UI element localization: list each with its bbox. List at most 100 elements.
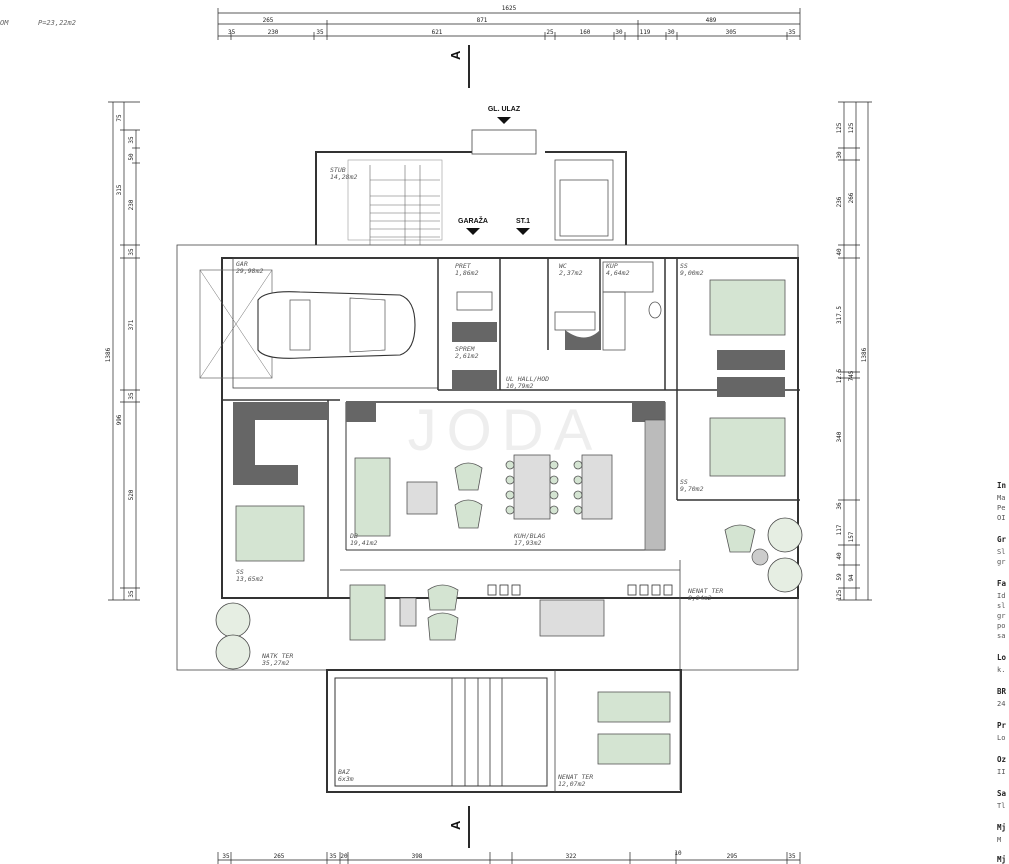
dim-right-1-0: 125: [836, 122, 843, 133]
right-dimension-lines: [838, 101, 872, 601]
dim-right-2-4: 340: [836, 431, 843, 442]
dim-top-3-7: 119: [640, 29, 651, 36]
room-area: 2,37m2: [559, 269, 583, 277]
dim-right-3-2: 40: [836, 552, 843, 560]
entrance-arrow-garage: [466, 228, 480, 235]
top-dimension-lines: [217, 8, 801, 40]
stair-entry-label: ST.1: [516, 218, 530, 225]
svg-text:Oz: Oz: [997, 755, 1006, 764]
svg-text:Pe: Pe: [997, 504, 1005, 512]
staircase: [347, 159, 443, 245]
room-name: KUP: [605, 262, 618, 270]
room-labels: STUB 14,28m2 GAR 29,98m2 PRET 1,86m2 WC …: [236, 166, 723, 788]
dim-right-2-6: 94: [848, 574, 855, 582]
left-dimension-lines: [108, 101, 140, 601]
dim-right-3-1: 117: [836, 524, 843, 535]
svg-text:Lo: Lo: [997, 653, 1007, 662]
dim-left-2-3: 230: [128, 199, 135, 210]
dim-top-3-10: 35: [788, 29, 796, 36]
dim-bottom-8: 35: [788, 853, 796, 860]
dim-bottom-2: 35: [329, 853, 337, 860]
svg-text:Sl: Sl: [997, 548, 1005, 556]
dim-right-2-0: 125: [848, 122, 855, 133]
svg-text:k.: k.: [997, 666, 1005, 674]
structural-blocks: [233, 322, 785, 551]
dim-left-1-1: 371: [128, 319, 135, 330]
dim-top-3-0: 35: [228, 29, 236, 36]
plants: [215, 517, 803, 670]
outer-walls: [176, 129, 800, 793]
dim-bottom-4: 398: [412, 853, 423, 860]
room-area: 1,86m2: [455, 269, 479, 277]
room-name: PRET: [455, 262, 472, 270]
svg-text:Pr: Pr: [997, 721, 1007, 730]
room-name: SS: [680, 262, 688, 270]
dim-left-1-0: 315: [116, 184, 123, 195]
svg-text:BR: BR: [997, 687, 1007, 696]
dim-right-2-5: 157: [848, 531, 855, 542]
dim-bottom-0: 35: [222, 853, 230, 860]
svg-text:Id: Id: [997, 592, 1005, 600]
room-area: 4,64m2: [606, 269, 630, 277]
dim-top-total: 1625: [502, 5, 517, 12]
svg-text:gr: gr: [997, 612, 1005, 620]
room-area: 17,93m2: [514, 539, 541, 547]
dim-right-2-1: 236: [836, 196, 843, 207]
room-name: SPREM: [455, 345, 476, 353]
entrance-arrow-main: [497, 117, 511, 124]
svg-text:A: A: [448, 820, 463, 830]
room-name: WC: [559, 262, 567, 270]
dim-right-3-0: 36: [836, 502, 843, 510]
svg-text:OI: OI: [997, 514, 1005, 522]
dim-top-3-9: 305: [726, 29, 737, 36]
bathroom-fixtures: [456, 159, 662, 351]
svg-text:24: 24: [997, 700, 1005, 708]
dim-top-2-1: 871: [477, 17, 488, 24]
dim-top-3-3: 621: [432, 29, 443, 36]
dim-left-1-2: 996: [116, 414, 123, 425]
room-area: 13,65m2: [236, 575, 263, 583]
dim-right-1-2: 266: [848, 192, 855, 203]
room-name: UL HALL/HOD: [506, 375, 549, 383]
room-area: 10,79m2: [506, 382, 533, 390]
svg-text:II: II: [997, 768, 1005, 776]
room-area: 9,00m2: [680, 269, 704, 277]
dim-bottom-7: 295: [727, 853, 738, 860]
dim-top-3-2: 35: [316, 29, 324, 36]
dim-left-2-2: 50: [128, 153, 135, 161]
svg-text:Ma: Ma: [997, 494, 1005, 502]
room-name: STUB: [330, 166, 346, 174]
dim-left-total: 1386: [105, 347, 112, 362]
room-area: 6x3m: [338, 775, 354, 783]
svg-text:Mj: Mj: [997, 823, 1006, 832]
dim-left-2-0: 75: [116, 114, 123, 122]
dim-bottom-1: 265: [274, 853, 285, 860]
svg-text:In: In: [997, 481, 1006, 490]
dim-left-2-6: 35: [128, 590, 135, 598]
room-area: 12,07m2: [558, 780, 585, 788]
room-name: SS: [236, 568, 244, 576]
room-name: NENAT TER: [687, 587, 723, 595]
svg-text:M: M: [997, 836, 1001, 844]
room-name: SS: [680, 478, 688, 486]
section-marker-bottom: A: [448, 806, 470, 848]
room-area: 2,61m2: [455, 352, 479, 360]
svg-text:sa: sa: [997, 632, 1005, 640]
room-area: 14,28m2: [330, 173, 357, 181]
room-area: 8,94m2: [688, 594, 712, 602]
room-name: NENAT TER: [557, 773, 593, 781]
dim-left-1-3: 520: [128, 489, 135, 500]
dim-right-1-3: 317.5: [836, 306, 843, 324]
dim-left-2-5: 35: [128, 392, 135, 400]
dim-right-3-4: 125: [836, 589, 843, 600]
room-area: 35,27m2: [261, 659, 289, 667]
dim-right-2-3: 12.5: [836, 368, 843, 383]
entrance-arrow-stair: [516, 228, 530, 235]
dim-top-3-4: 25: [546, 29, 554, 36]
pool: [334, 677, 548, 787]
living-furniture: [354, 454, 613, 537]
dim-left-2-4: 35: [128, 248, 135, 256]
dim-left-2-1: 35: [128, 136, 135, 144]
section-marker-top: A: [448, 45, 470, 88]
